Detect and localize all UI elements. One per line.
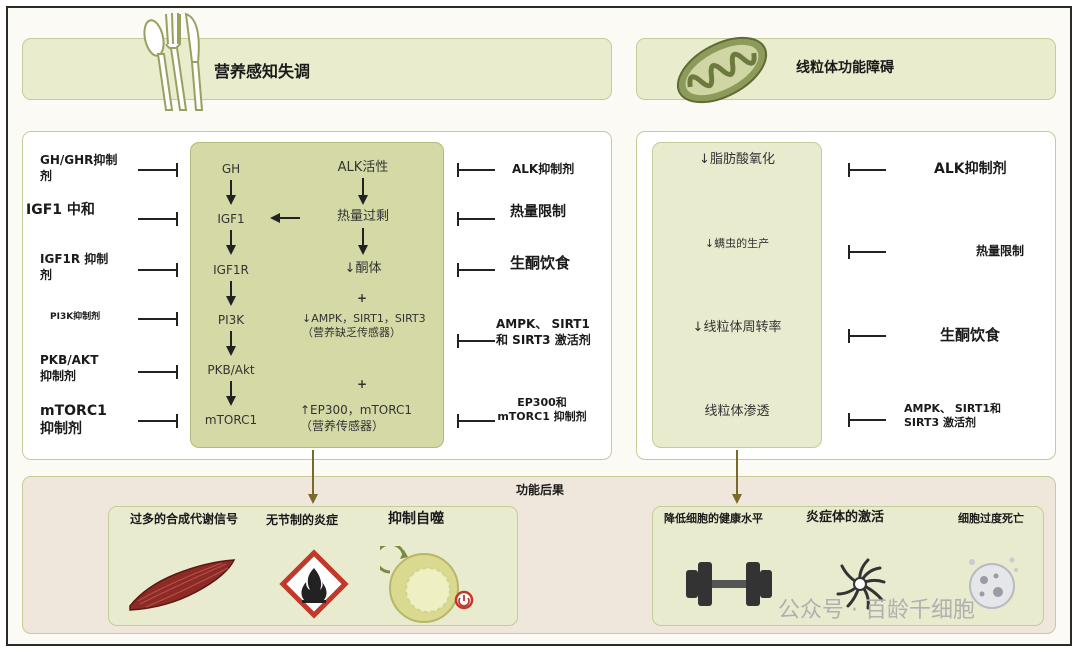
inhibitor-igf1: IGF1 中和: [26, 202, 95, 218]
inhibition-ep300: [457, 414, 495, 428]
intervention-activators: AMPK、 SIRT1 和 SIRT3 激活剂: [496, 317, 591, 347]
inhibitor-pkb: PKB/AKT抑制剂: [40, 353, 99, 383]
mitochondrion-icon: [676, 36, 768, 104]
node-mtorc1: mTORC1: [204, 413, 258, 427]
consequence-anabolic: 过多的合成代谢信号: [130, 512, 239, 526]
autophagy-cell-icon: [380, 546, 474, 623]
watermark: 公众号 · 百龄千细胞: [778, 598, 975, 623]
inhibition-sensors: [457, 334, 495, 348]
node-alk: ALK活性: [337, 160, 389, 175]
node-gh: GH: [221, 162, 241, 176]
muscle-icon: [129, 559, 236, 611]
inflammasome-icon: [836, 558, 886, 610]
consequence-cell-fitness: 降低细胞的健康水平: [664, 512, 763, 525]
inhibition-igf1r: [138, 263, 178, 277]
inhibition-ketone: [457, 263, 495, 277]
plus-sign-1: +: [356, 291, 368, 305]
dying-cell-icon: [969, 557, 1018, 609]
node-calorie-excess: 热量过剩: [336, 209, 389, 224]
consequence-autophagy: 抑制自噬: [388, 511, 444, 527]
mito-intervention-keto: 生酮饮食: [940, 326, 1001, 344]
node-igf1r: IGF1R: [213, 263, 249, 277]
inhibition-igf1: [138, 212, 178, 226]
inhibitor-gh: GH/GHR抑制剂: [40, 153, 118, 183]
consequence-inflammasome: 炎症体的激活: [806, 510, 885, 525]
consequence-inflammation: 无节制的炎症: [266, 513, 339, 527]
intervention-alk: ALK抑制剂: [512, 162, 575, 176]
mito-intervention-activators: AMPK、 SIRT1和 SIRT3 激活剂: [904, 402, 1002, 429]
nutrient-sensing-banner: [22, 38, 612, 100]
inhibitor-igf1r: IGF1R 抑制剂: [40, 252, 109, 282]
mito-inhibition-calorie: [848, 245, 886, 259]
inhibition-calorie: [457, 212, 495, 226]
consequence-cell-death: 细胞过度死亡: [958, 512, 1024, 525]
node-nutrient-sensors: ↑EP300，mTORC1（营养传感器）: [300, 403, 412, 433]
intervention-ep300: EP300和 mTORC1 抑制剂: [497, 396, 587, 423]
effect-permeability: 线粒体渗透: [704, 404, 770, 419]
nutrient-sensing-title: 营养感知失调: [214, 62, 311, 81]
inhibition-pkb: [138, 365, 178, 379]
cutlery-icon: [143, 12, 204, 111]
inhibition-gh: [138, 163, 178, 177]
effect-mite-production: ↓螨虫的生产: [704, 237, 770, 250]
mitochondrial-title: 线粒体功能障碍: [796, 60, 894, 76]
inhibitor-pi3k: PI3K抑制剂: [50, 312, 101, 322]
effect-turnover: ↓线粒体周转率: [692, 320, 782, 335]
node-deficiency-sensors: ↓AMPK，SIRT1，SIRT3（营养缺乏传感器）: [302, 312, 426, 339]
inhibition-alk: [457, 163, 495, 177]
inhibition-pi3k: [138, 312, 178, 326]
inhibition-mtorc1: [138, 414, 178, 428]
inhibitor-mtorc1: mTORC1抑制剂: [40, 403, 107, 437]
intervention-calorie: 热量限制: [510, 204, 566, 220]
consequences-title: 功能后果: [515, 483, 564, 497]
effect-fatty-acid: ↓脂肪酸氧化: [699, 152, 775, 167]
intervention-keto: 生酮饮食: [510, 254, 571, 272]
mitochondrial-effects-box: [652, 142, 822, 448]
mito-intervention-alk: ALK抑制剂: [934, 161, 1007, 177]
mito-inhibition-activators: [848, 413, 886, 427]
mito-inhibition-alk: [848, 163, 886, 177]
mito-inhibition-keto: [848, 329, 886, 343]
node-pi3k: PI3K: [217, 313, 245, 327]
mito-intervention-calorie: 热量限制: [976, 244, 1025, 258]
node-pkb: PKB/Akt: [207, 363, 255, 377]
node-igf1: IGF1: [217, 212, 245, 226]
plus-sign-2: +: [356, 377, 368, 391]
flammable-hazard-icon: [279, 549, 349, 619]
dumbbell-icon: [686, 562, 772, 606]
node-ketone: ↓酮体: [344, 261, 382, 276]
